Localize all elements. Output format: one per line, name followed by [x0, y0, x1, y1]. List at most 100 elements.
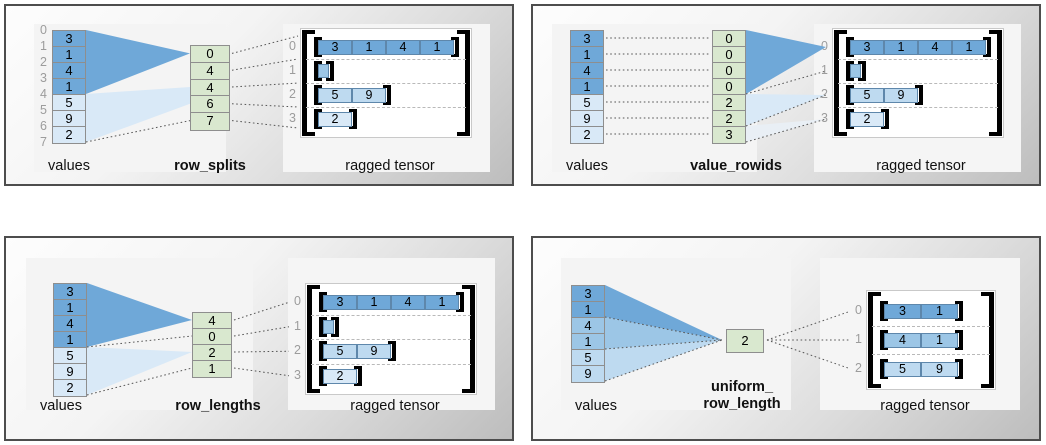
row-separator [311, 314, 471, 316]
value-index-label: 7 [40, 135, 47, 149]
value-cell: 9 [54, 364, 86, 380]
tensor-cell: 1 [352, 40, 386, 55]
row-bracket-right [392, 341, 396, 362]
row-bracket-cap [858, 61, 866, 64]
row-bracket-cap [881, 109, 889, 112]
row-separator [311, 363, 471, 365]
values-label: values [48, 158, 90, 174]
row-bracket-cap [319, 365, 327, 369]
row-bracket-cap [354, 365, 362, 369]
row-bracket-left [319, 341, 323, 362]
tensor-row-index: 0 [855, 303, 862, 318]
row-bracket-cap [846, 78, 854, 81]
tensor-cell: 9 [884, 88, 918, 103]
row-bracket-left [314, 85, 318, 105]
value-index-label: 2 [40, 55, 47, 69]
key-label: row_splits [174, 158, 246, 174]
value-cell: 9 [572, 366, 604, 382]
value-cell: 4 [54, 316, 86, 332]
row-bracket-cap [319, 358, 327, 362]
values-label: values [40, 398, 82, 414]
key-cell: 4 [191, 62, 229, 80]
tensor-row-index: 0 [294, 294, 301, 309]
tensor-cell: 1 [952, 40, 986, 55]
row-bracket-cap [314, 61, 322, 64]
row-separator [306, 59, 466, 60]
tensor-bracket-right [465, 30, 470, 136]
tensor-bracket-cap [457, 132, 470, 136]
key-cell: 0 [713, 79, 745, 95]
tensor-cell: 1 [357, 295, 391, 311]
row-bracket-cap [955, 375, 963, 379]
tensor-row-index: 1 [821, 63, 828, 77]
row-bracket-cap [354, 382, 362, 386]
key-cell: 3 [713, 127, 745, 143]
row-bracket-cap [915, 85, 923, 88]
tensor-label: ragged tensor [350, 398, 440, 414]
tensor-bracket-left [834, 30, 839, 136]
row-separator [306, 83, 466, 84]
tensor-bracket-cap [462, 285, 475, 289]
tensor-empty-cell [850, 64, 861, 78]
tensor-cell: 3 [884, 304, 921, 320]
tensor-cell: 3 [323, 295, 357, 311]
tensor-bracket-cap [462, 389, 475, 393]
row-bracket-cap [880, 330, 888, 333]
value-cell: 3 [572, 286, 604, 302]
tensor-bracket-left [302, 30, 307, 136]
tensor-bracket-cap [834, 132, 847, 136]
key-cell: 2 [193, 345, 231, 361]
tensor-cell: 9 [921, 361, 958, 377]
value-index-label: 3 [40, 71, 47, 85]
tensor-cell: 5 [318, 88, 352, 103]
tensor-row-index: 3 [289, 111, 296, 125]
value-cell: 1 [54, 300, 86, 316]
row-bracket-cap [846, 102, 854, 105]
tensor-bracket-left [868, 292, 873, 388]
tensor-row-index: 0 [821, 39, 828, 53]
value-cell: 1 [53, 79, 85, 95]
tensor-bracket-cap [307, 285, 320, 289]
row-bracket-cap [880, 318, 888, 322]
row-bracket-right [959, 330, 963, 350]
row-bracket-cap [858, 78, 866, 81]
tensor-row-index: 0 [289, 39, 296, 53]
row-bracket-right [455, 37, 459, 57]
key-label: value_rowids [690, 158, 782, 174]
tensor-label: ragged tensor [880, 398, 970, 414]
value-cell: 5 [53, 95, 85, 111]
tensor-cell: 2 [323, 368, 357, 384]
key-cell: 0 [713, 47, 745, 63]
key-cell: 2 [727, 330, 763, 352]
row-bracket-cap [955, 347, 963, 350]
tensor-cell: 2 [850, 112, 884, 127]
tensor-cell: 2 [318, 112, 352, 127]
tensor-bracket-cap [981, 292, 994, 296]
row-bracket-left [314, 61, 318, 81]
row-bracket-cap [314, 78, 322, 81]
tensor-row-index: 2 [289, 87, 296, 101]
row-bracket-cap [846, 109, 854, 112]
tensor-cell: 5 [884, 361, 921, 377]
value-cell: 1 [571, 79, 603, 95]
key-cell: 2 [713, 111, 745, 127]
tensor-bracket-cap [989, 132, 1002, 136]
tensor-row-index: 2 [855, 360, 862, 375]
tensor-bracket-right [470, 285, 475, 393]
row-bracket-cap [846, 37, 854, 40]
value-cell: 3 [53, 31, 85, 47]
row-bracket-right [959, 301, 963, 322]
key-cell: 7 [191, 113, 229, 130]
tensor-cell: 1 [884, 40, 918, 55]
tensor-cell: 5 [850, 88, 884, 103]
row-bracket-cap [331, 316, 339, 320]
tensor-cell: 4 [918, 40, 952, 55]
row-bracket-cap [846, 54, 854, 57]
tensor-cell: 1 [921, 304, 958, 320]
tensor-cell: 3 [318, 40, 352, 55]
key-label-line1: uniform_ [710, 379, 774, 395]
